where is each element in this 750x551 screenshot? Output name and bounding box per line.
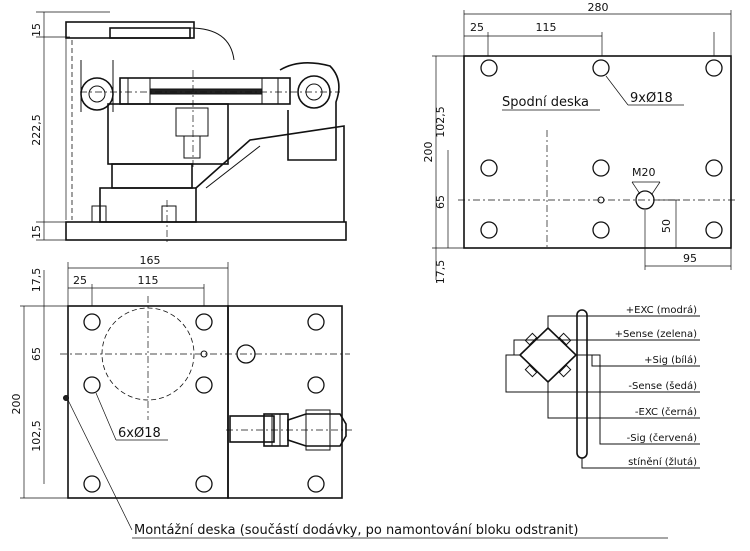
dim-side-15-top: 15 (30, 23, 43, 37)
dim-m20: M20 (632, 166, 656, 179)
wire-label-sense-plus: +Sense (zelena) (615, 329, 697, 340)
dim-65-right: 65 (434, 195, 447, 209)
wire-label-sense-minus: -Sense (šedá) (628, 380, 697, 392)
dim-25-left: 25 (73, 274, 87, 287)
wire-label-sig-minus: -Sig (červená) (627, 432, 697, 444)
dim-65-left: 65 (30, 347, 43, 361)
dim-280: 280 (588, 1, 609, 14)
bottom-plate-holes-label: 9xØ18 (630, 91, 673, 106)
wire-label-sig-plus: +Sig (bílá) (644, 354, 697, 366)
dim-25-top: 25 (470, 21, 484, 34)
bottom-plate-view: 280 25 115 102,5 200 65 17,5 Spodní d (422, 1, 738, 284)
dim-17-5-right: 17,5 (434, 260, 447, 285)
dim-side-15-bottom: 15 (30, 225, 43, 239)
dim-200-left: 200 (10, 394, 23, 415)
wire-label-exc-plus: +EXC (modrá) (626, 304, 697, 316)
dim-side-222-5: 222,5 (30, 114, 43, 146)
dim-50: 50 (660, 219, 673, 233)
side-view: 15 222,5 15 (30, 11, 347, 242)
dim-102-5-right: 102,5 (434, 106, 447, 138)
dim-95: 95 (683, 252, 697, 265)
dim-102-5-left: 102,5 (30, 420, 43, 452)
footnote: Montážní deska (součástí dodávky, po nam… (67, 399, 668, 539)
dim-115-left: 115 (138, 274, 159, 287)
dim-165: 165 (140, 254, 161, 267)
top-view: 165 25 115 17,5 65 200 102,5 (10, 254, 352, 499)
wiring-diagram: +EXC (modrá) +Sense (zelena) +Sig (bílá)… (505, 304, 700, 469)
dim-17-5-left: 17,5 (30, 268, 43, 293)
footnote-text: Montážní deska (součástí dodávky, po nam… (134, 523, 578, 538)
wire-label-shield: stínění (žlutá) (628, 456, 697, 468)
bottom-plate-label: Spodní deska (502, 95, 589, 110)
top-view-holes-label: 6xØ18 (118, 426, 161, 441)
dim-115-top: 115 (536, 21, 557, 34)
wire-label-exc-minus: -EXC (černá) (635, 406, 697, 418)
dim-200-right: 200 (422, 142, 435, 163)
